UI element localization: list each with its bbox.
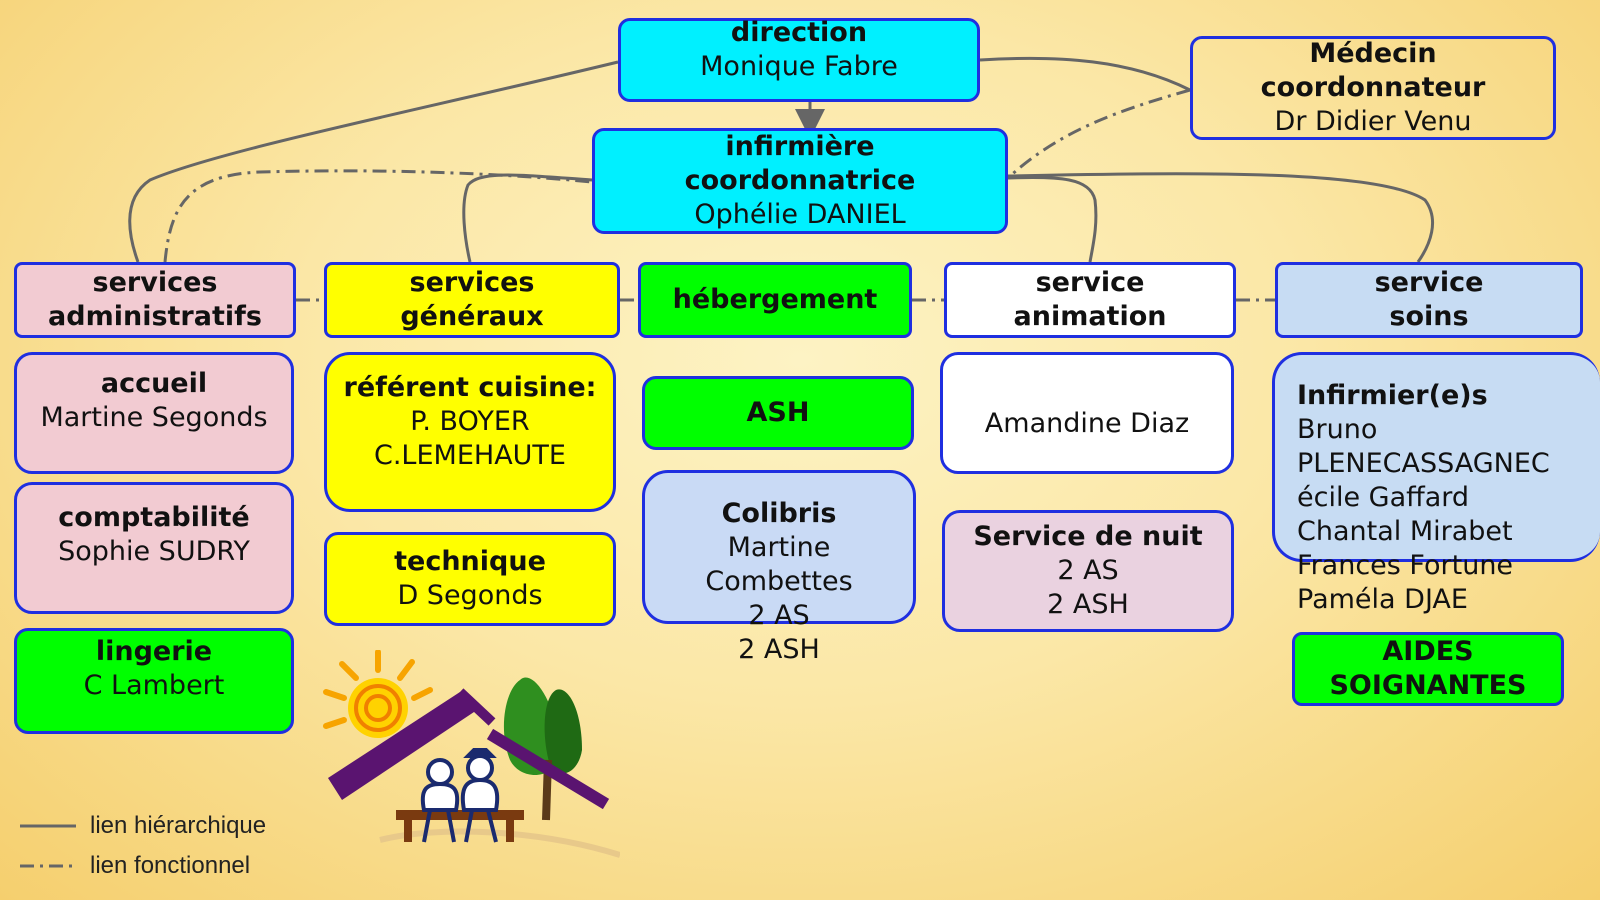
infirmier-name-6: Paméla DJAE	[1297, 584, 1468, 615]
link-direction-medecin	[979, 56, 1191, 92]
direction-name: Monique Fabre	[700, 51, 898, 82]
technique-title: technique	[394, 546, 546, 577]
aides-line-1: AIDES	[1382, 636, 1474, 667]
roof-shape	[328, 692, 480, 800]
accueil-title: accueil	[100, 368, 208, 399]
aides-line-2: SOIGNANTES	[1329, 670, 1527, 701]
colibris-box: Colibris Martine Combettes 2 AS 2 ASH	[642, 470, 916, 665]
ash-box: ASH	[642, 376, 914, 450]
cuisine-title: référent cuisine:	[343, 372, 597, 403]
sun-icon	[323, 650, 433, 729]
cuisine-box: référent cuisine: P. BOYER C.LEMEHAUTE	[324, 352, 616, 512]
medecin-box: Médecin coordonnateur Dr Didier Venu	[1190, 36, 1556, 140]
infirmier-name-3: écile Gaffard	[1297, 482, 1470, 513]
dept-animation-line2: animation	[1013, 301, 1167, 332]
dept-animation: service animation	[944, 262, 1236, 338]
lingerie-title: lingerie	[95, 636, 213, 667]
solid-line-icon	[20, 824, 76, 828]
ash-title: ASH	[746, 397, 810, 428]
infirmiere-title-2: coordonnatrice	[684, 165, 916, 196]
bench-icon	[396, 810, 524, 842]
animation-person-box: Amandine Diaz	[940, 352, 1234, 474]
comptabilite-box: comptabilité Sophie SUDRY	[14, 482, 294, 614]
colibris-line-3: 2 AS	[748, 600, 810, 631]
animation-person-name: Amandine Diaz	[984, 408, 1190, 439]
nuit-line-2: 2 ASH	[1047, 589, 1129, 620]
clipart-illustration	[323, 650, 620, 858]
lingerie-box: lingerie C Lambert	[14, 628, 294, 734]
dept-animation-line1: service	[1035, 267, 1145, 298]
dept-generaux: services généraux	[324, 262, 620, 338]
legend-fonctionnel: lien fonctionnel	[20, 852, 250, 880]
func-link-admin-infirmiere	[163, 169, 593, 263]
nuit-title: Service de nuit	[973, 521, 1203, 552]
link-direction-admin	[128, 60, 619, 263]
dash-dot-line-icon	[20, 864, 76, 868]
couple-icon	[420, 748, 500, 843]
comptabilite-title: comptabilité	[58, 502, 250, 533]
dept-generaux-line2: généraux	[400, 301, 544, 332]
func-link-medecin-infirmiere	[1006, 88, 1191, 180]
colibris-line-2: Combettes	[705, 566, 853, 597]
accueil-box: accueil Martine Segonds	[14, 352, 294, 474]
dept-hebergement-line1: hébergement	[672, 284, 878, 315]
dept-soins-line2: soins	[1389, 301, 1469, 332]
dept-admin-line2: administratifs	[48, 301, 262, 332]
nuit-line-1: 2 AS	[1057, 555, 1119, 586]
direction-title: direction	[730, 17, 868, 48]
link-inf-animation	[1007, 175, 1098, 263]
legend-fonctionnel-label: lien fonctionnel	[90, 852, 251, 879]
infirmiers-box: Infirmier(e)s Bruno PLENECASSAGNEC écile…	[1272, 352, 1600, 615]
cuisine-name-2: C.LEMEHAUTE	[374, 440, 566, 471]
medecin-title-2: coordonnateur	[1260, 72, 1486, 103]
technique-name: D Segonds	[397, 580, 543, 611]
dept-hebergement: hébergement	[638, 262, 912, 338]
legend-hierarchique-label: lien hiérarchique	[90, 812, 267, 839]
infirmier-name-5: Frances Fortune	[1297, 550, 1514, 581]
accueil-name: Martine Segonds	[40, 402, 268, 433]
dept-soins-line1: service	[1374, 267, 1484, 298]
comptabilite-name: Sophie SUDRY	[58, 536, 250, 567]
technique-box: technique D Segonds	[324, 532, 616, 626]
link-inf-soins	[1007, 172, 1435, 263]
infirmiere-box: infirmière coordonnatrice Ophélie DANIEL	[592, 128, 1008, 234]
legend-hierarchique: lien hiérarchique	[20, 812, 266, 840]
cuisine-name-1: P. BOYER	[410, 406, 530, 437]
colibris-title: Colibris	[721, 498, 837, 529]
infirmier-name-4: Chantal Mirabet	[1297, 516, 1513, 547]
medecin-name: Dr Didier Venu	[1274, 106, 1472, 137]
link-inf-generaux	[462, 173, 593, 263]
dept-soins: service soins	[1275, 262, 1583, 338]
infirmiere-title-1: infirmière	[725, 131, 875, 162]
colibris-line-4: 2 ASH	[738, 634, 820, 665]
dept-admin-line1: services	[92, 267, 218, 298]
medecin-title-1: Médecin	[1309, 38, 1437, 69]
infirmiers-title: Infirmier(e)s	[1297, 380, 1488, 411]
infirmier-name-1: Bruno	[1297, 414, 1378, 445]
direction-box: direction Monique Fabre	[618, 17, 980, 102]
nuit-box: Service de nuit 2 AS 2 ASH	[942, 510, 1234, 632]
dept-generaux-line1: services	[409, 267, 535, 298]
aides-soignantes-box: AIDES SOIGNANTES	[1292, 632, 1564, 706]
lingerie-name: C Lambert	[83, 670, 225, 701]
infirmiere-name: Ophélie DANIEL	[694, 199, 906, 230]
infirmier-name-2: PLENECASSAGNEC	[1297, 448, 1550, 479]
dept-admin: services administratifs	[14, 262, 296, 338]
colibris-line-1: Martine	[727, 532, 831, 563]
